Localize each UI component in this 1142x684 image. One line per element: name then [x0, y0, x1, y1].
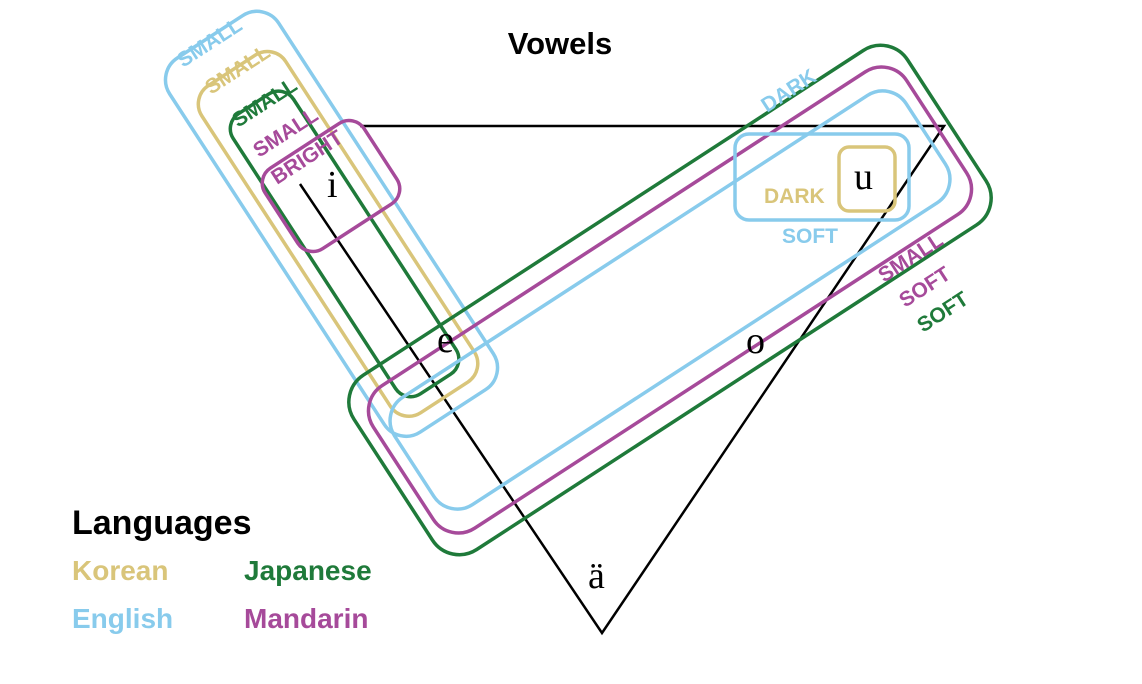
legend-english: English	[72, 603, 174, 634]
vowel-i: i	[327, 164, 338, 206]
legend-japanese: Japanese	[244, 555, 372, 586]
english-back-box	[388, 89, 952, 511]
japanese-front-box	[228, 89, 461, 399]
mandarin-back-box	[366, 65, 974, 535]
legend: Languages Korean Japanese English Mandar…	[72, 504, 416, 643]
label-english-dark: DARK	[757, 65, 820, 117]
legend-korean: Korean	[72, 555, 169, 586]
vowel-e: e	[437, 319, 454, 361]
vowel-o: o	[746, 320, 765, 362]
label-korean-dark: DARK	[764, 185, 825, 208]
vowel-a: ä	[588, 555, 605, 597]
legend-title: Languages	[72, 504, 252, 542]
japanese-back-box	[347, 43, 993, 557]
korean-u-box	[837, 145, 897, 213]
english-u-box	[733, 132, 911, 222]
label-english-soft: SOFT	[782, 225, 838, 248]
legend-row: Korean Japanese	[72, 547, 416, 595]
legend-row: English Mandarin	[72, 595, 416, 643]
mandarin-bright-box	[260, 118, 402, 254]
legend-mandarin: Mandarin	[244, 603, 369, 634]
vowel-u: u	[854, 156, 873, 198]
diagram-title: Vowels	[507, 26, 613, 61]
korean-front-box	[196, 49, 480, 418]
vowel-triangle	[298, 124, 947, 636]
english-front-box	[163, 9, 500, 439]
